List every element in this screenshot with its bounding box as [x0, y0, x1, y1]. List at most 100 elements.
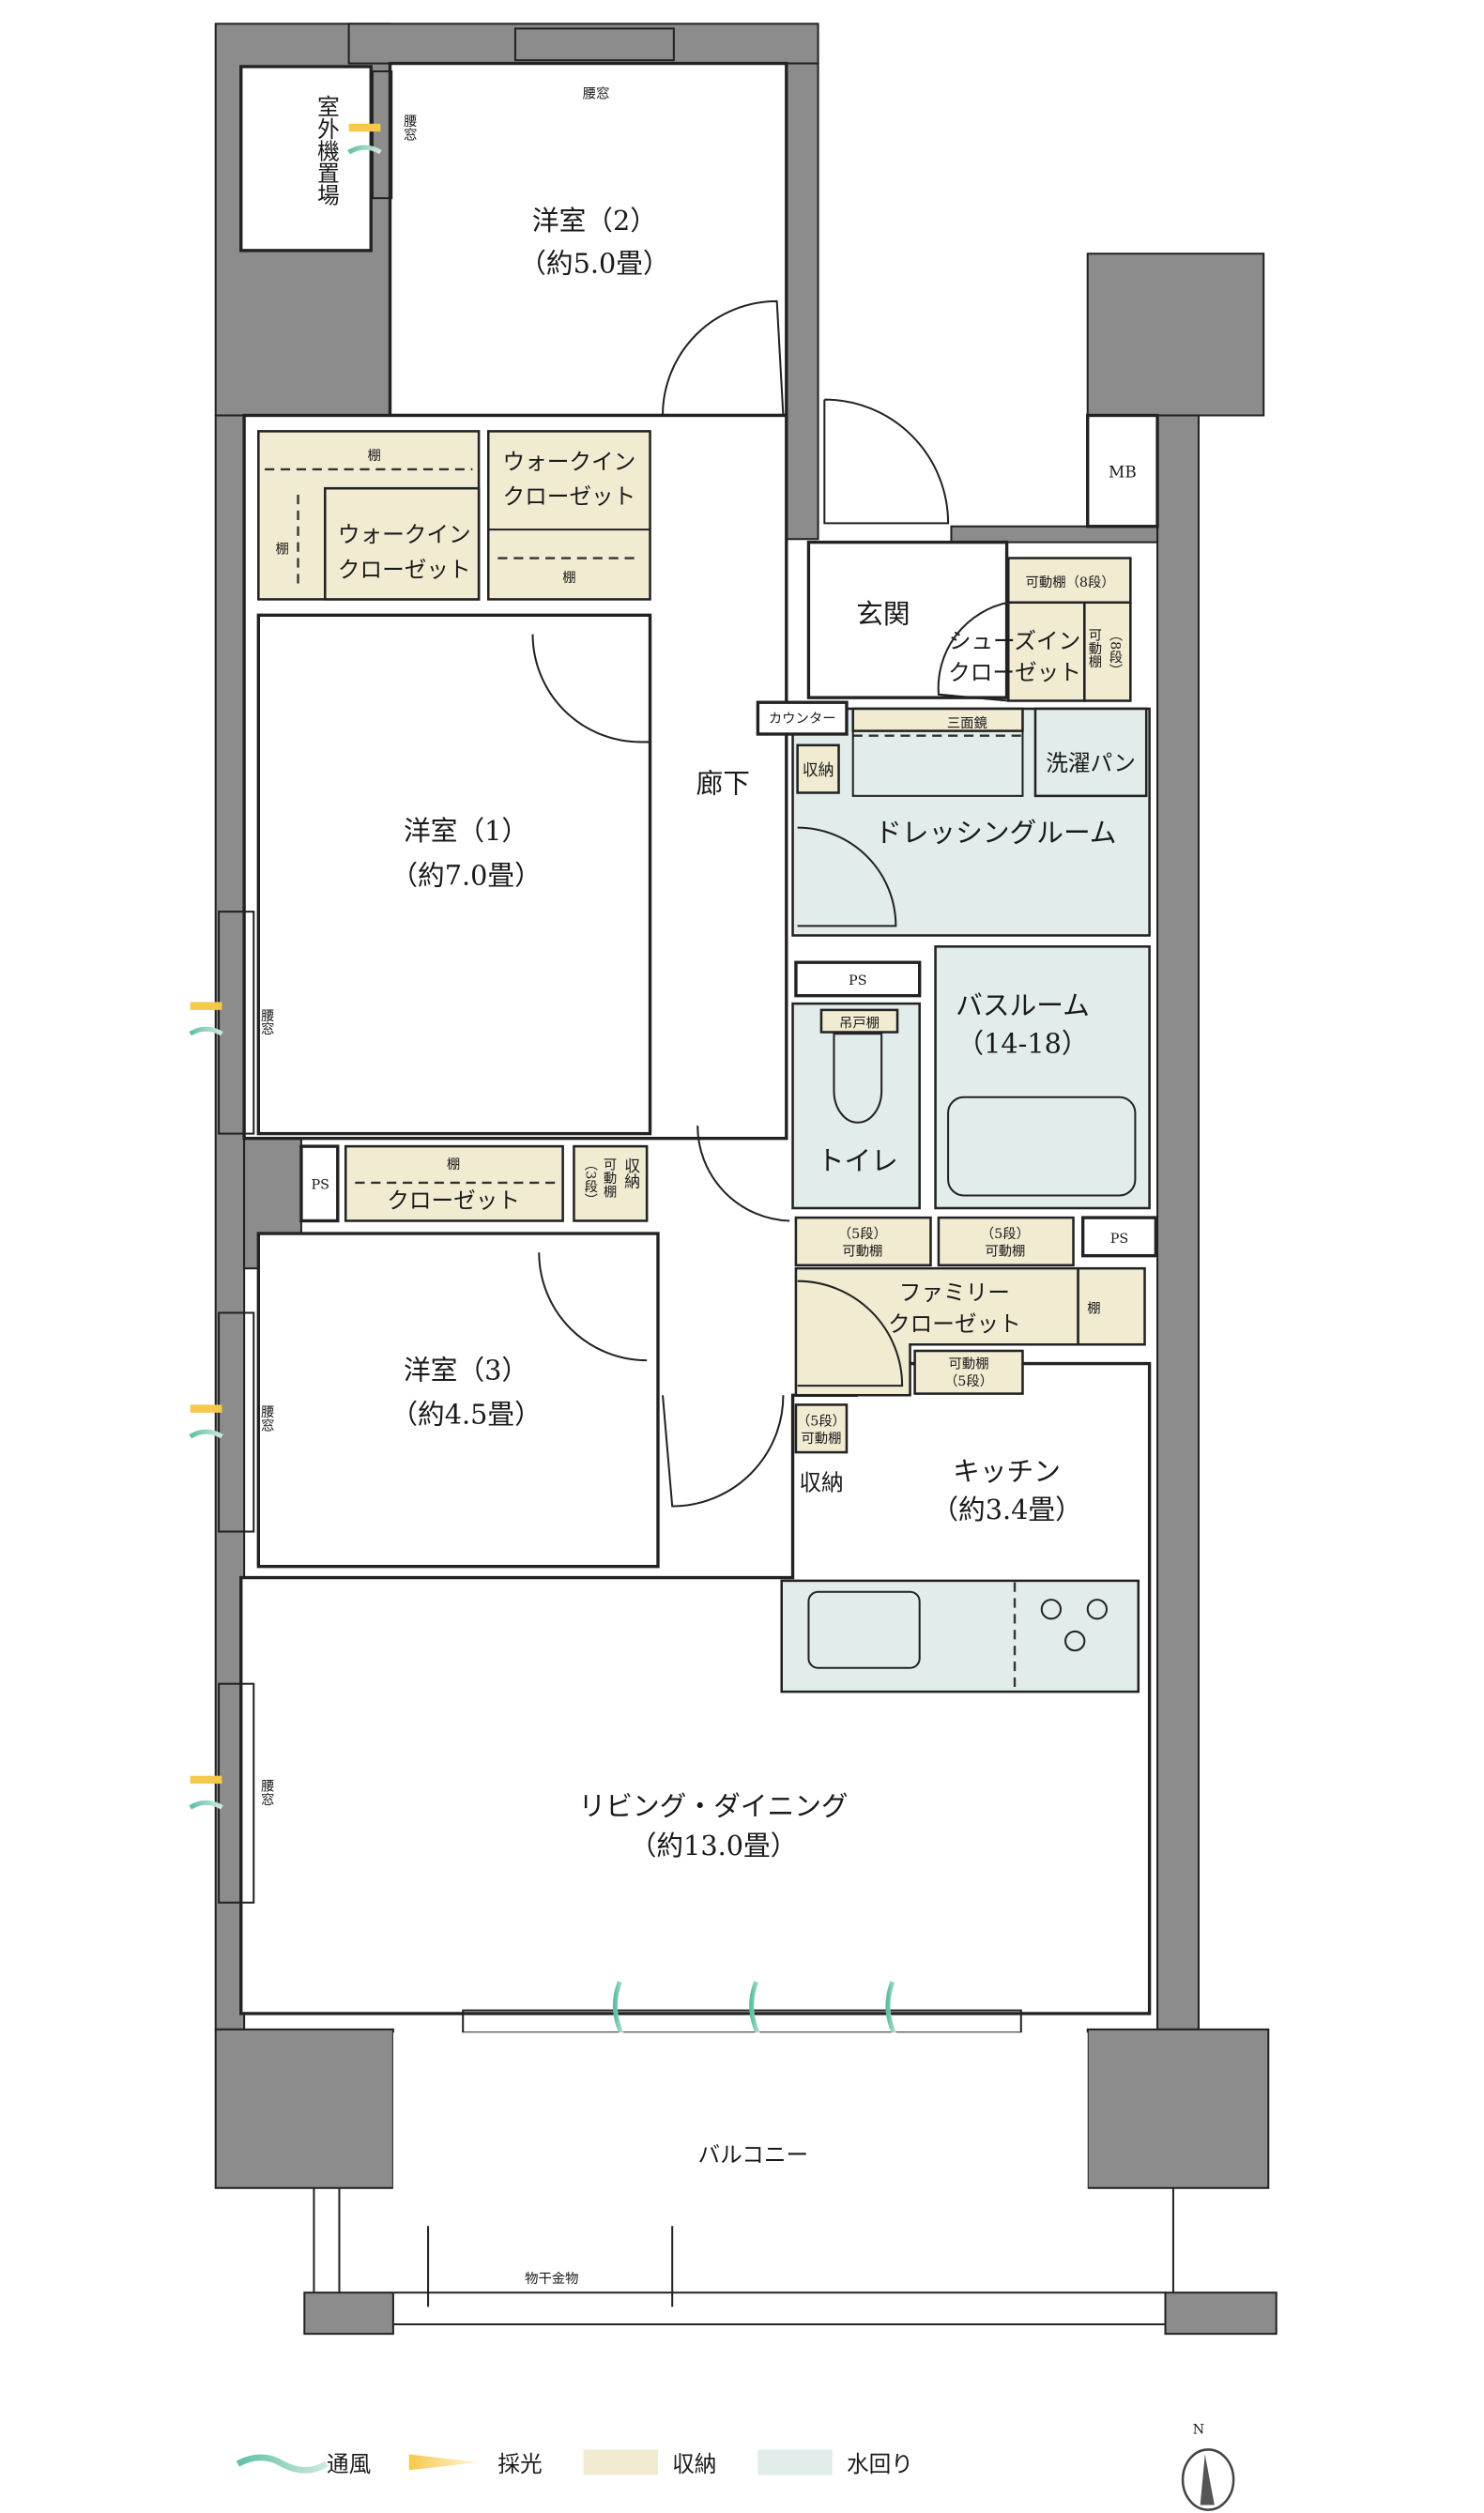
mb-label: MB: [1109, 462, 1137, 481]
door-swing: [696, 1126, 790, 1222]
movable-shelf-label: 可動棚（8段）: [1026, 575, 1115, 590]
family-closet-label: ファミリー: [899, 1279, 1010, 1306]
door-swing: [662, 299, 785, 416]
drying-hardware-label: 物干金物: [525, 2271, 578, 2287]
storage-label: 収納: [621, 1157, 640, 1190]
structural-walls: [214, 23, 1277, 2336]
shelf-label: 棚: [275, 541, 288, 557]
western-room-3-size: （約4.5畳）: [390, 1399, 541, 1431]
window: [218, 1682, 255, 1904]
movable-shelf-label: （5段）: [981, 1226, 1030, 1242]
door-swing: [662, 1395, 785, 1508]
balcony-label: バルコニー: [697, 2142, 808, 2168]
outdoor-unit-label: 室外機置場: [314, 95, 340, 207]
movable-shelf-label: 可動棚: [842, 1244, 882, 1260]
western-room-1-size: （約7.0畳）: [390, 859, 541, 891]
legend-ventilation: 通風: [327, 2451, 371, 2477]
door-swing: [538, 1252, 648, 1362]
balcony[interactable]: [392, 2032, 1088, 2293]
sink: [807, 1590, 921, 1669]
kitchen-counter: [780, 1579, 1140, 1693]
closet-label: クローゼット: [387, 1188, 520, 1214]
movable-shelf-label: （5段）: [944, 1373, 993, 1389]
bathroom-size: （14-18）: [956, 1027, 1088, 1059]
western-room-1[interactable]: [256, 613, 652, 1136]
daylight-icon: [408, 2454, 480, 2471]
hanging-shelf: [819, 1008, 899, 1034]
western-room-2-name: 洋室（2）: [532, 205, 657, 237]
window-label: 腰窓: [259, 1008, 274, 1035]
ps-label: PS: [311, 1178, 329, 1193]
shelf-label: 棚: [562, 570, 575, 586]
window: [218, 1311, 255, 1533]
shoe-shelf-top: [1007, 557, 1132, 605]
legend: 通風 採光 収納 水回り: [236, 2449, 913, 2477]
ldk-size: （約13.0畳）: [630, 1830, 798, 1862]
kitchen-label: キッチン: [953, 1455, 1061, 1487]
western-room-2[interactable]: [388, 61, 788, 418]
legend-wet-area: 水回り: [847, 2451, 913, 2477]
window: [513, 27, 675, 62]
toilet[interactable]: [791, 1002, 921, 1210]
entrance[interactable]: [806, 540, 1009, 699]
kitchen-size: （約3.4畳）: [931, 1494, 1081, 1525]
movable-shelf-label: 可動棚: [602, 1157, 617, 1198]
western-room-1-name: 洋室（1）: [404, 815, 528, 847]
storage-box[interactable]: [796, 743, 840, 794]
storage-label: 収納: [799, 1470, 843, 1496]
door-swing: [797, 1279, 904, 1387]
north-label: N: [1193, 2423, 1205, 2438]
entry-door[interactable]: [823, 398, 950, 525]
movable-shelf-label: （5段）: [838, 1226, 887, 1242]
entrance-label: 玄関: [856, 598, 910, 630]
counter: [756, 700, 849, 736]
shoe-closet-label: シューズイン: [949, 628, 1081, 654]
legend-daylight: 採光: [497, 2451, 542, 2477]
wic-label: ウォークイン: [503, 449, 636, 475]
meter-box: [1086, 413, 1159, 529]
wet-area-swatch: [757, 2449, 833, 2475]
movable-shelf-label: （5段）: [797, 1413, 846, 1429]
shoe-in-closet[interactable]: [1007, 601, 1086, 702]
shelf-label: 棚: [367, 448, 380, 464]
door-swing: [531, 634, 650, 743]
corridor-label: 廊下: [696, 767, 750, 799]
movable-shelf-label: （3段）: [582, 1157, 597, 1206]
hanging-shelf-label: 吊戸棚: [839, 1015, 880, 1031]
movable-shelf-label: 可動棚: [949, 1356, 989, 1372]
door-swing: [797, 826, 897, 927]
bathroom[interactable]: [934, 945, 1151, 1210]
movable-shelf-label: 可動棚: [985, 1244, 1025, 1260]
toilet-label: トイレ: [818, 1144, 898, 1176]
ventilation-icon: [236, 2454, 329, 2474]
shelf-label: 棚: [447, 1157, 460, 1172]
ps-label: PS: [1110, 1232, 1128, 1247]
shoe-closet-label: クローゼット: [948, 660, 1081, 686]
window: [218, 911, 255, 1135]
wic-label: クローゼット: [338, 557, 471, 583]
window-label: 腰窓: [402, 115, 417, 142]
movable-shelf-label: 可動棚: [1086, 628, 1101, 668]
walk-in-closet-right[interactable]: [486, 430, 651, 601]
ps-shaft: [794, 960, 922, 998]
mirror-label: 三面鏡: [947, 715, 987, 731]
laundry-pan-label: 洗濯パン: [1046, 750, 1136, 776]
window-label: 腰窓: [259, 1779, 274, 1806]
western-room-3-name: 洋室（3）: [404, 1354, 528, 1386]
shelf-label: 棚: [1087, 1300, 1100, 1316]
ps-shaft: [299, 1144, 340, 1223]
dressing-room-label: ドレッシングルーム: [875, 817, 1116, 849]
ldk-label: リビング・ダイニング: [579, 1790, 849, 1822]
legend-storage: 収納: [672, 2451, 716, 2477]
door-swing: [937, 601, 1009, 702]
stove-burner: [1064, 1630, 1086, 1652]
storage-label: 収納: [803, 760, 834, 779]
ps-label: PS: [849, 973, 866, 988]
western-room-3[interactable]: [256, 1232, 660, 1569]
storage-swatch: [583, 2449, 658, 2475]
stove-burner: [1040, 1599, 1063, 1620]
movable-shelf-label: 可動棚: [801, 1431, 841, 1447]
storage-small[interactable]: [573, 1144, 649, 1222]
laundry-pan: [1033, 707, 1148, 798]
